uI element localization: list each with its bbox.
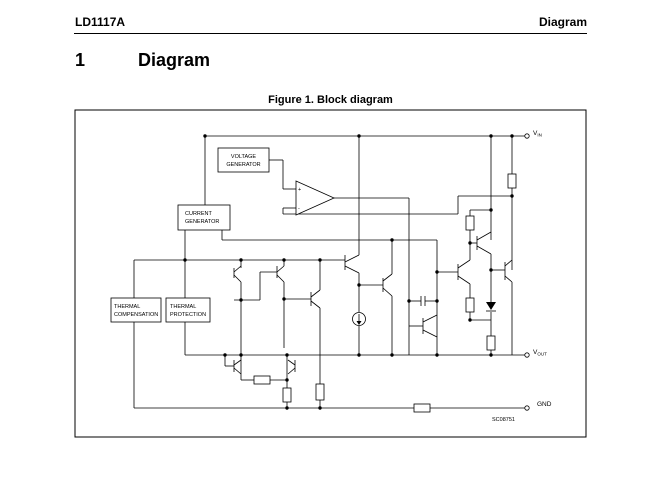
thermal-compensation-block: THERMAL COMPENSATION — [110, 297, 162, 323]
section-title: Diagram — [138, 50, 211, 70]
pin-vout-label: VOUT — [533, 349, 547, 357]
amp-minus-label: - — [298, 206, 300, 212]
current-generator-label-1: CURRENT — [185, 211, 213, 217]
current-generator-block: CURRENT GENERATOR — [177, 204, 231, 231]
amp-plus-label: + — [298, 187, 301, 193]
current-generator-label-2: GENERATOR — [185, 219, 219, 225]
wiring — [133, 135, 525, 409]
voltage-generator-label-1: VOLTAGE — [231, 154, 256, 160]
thermal-protection-label-1: THERMAL — [170, 304, 196, 310]
voltage-generator-label-2: GENERATOR — [226, 162, 260, 168]
diode — [486, 302, 496, 312]
resistors — [253, 173, 517, 413]
header-product: LD1117A — [75, 15, 126, 29]
junctions — [183, 134, 514, 410]
pin-vout: VOUT — [524, 349, 547, 358]
figure-caption: Figure 1. Block diagram — [268, 94, 393, 106]
thermal-protection-block: THERMAL PROTECTION — [165, 297, 211, 323]
pin-vin-label: VIN — [533, 130, 542, 138]
figure-code: SC08751 — [492, 417, 515, 423]
section-number: 1 — [75, 50, 86, 70]
pin-gnd-label: GND — [537, 401, 552, 408]
pin-vin: VIN — [524, 130, 542, 139]
thermal-protection-label-2: PROTECTION — [170, 312, 206, 318]
voltage-generator-block: VOLTAGE GENERATOR — [217, 147, 270, 173]
thermal-compensation-label-2: COMPENSATION — [114, 312, 158, 318]
header-section: Diagram — [538, 15, 587, 29]
thermal-compensation-label-1: THERMAL — [114, 304, 140, 310]
current-source — [352, 312, 366, 326]
pin-gnd: GND — [524, 401, 552, 411]
error-amplifier: + - — [295, 180, 335, 216]
header-divider — [74, 33, 587, 34]
figure-frame — [74, 109, 587, 438]
